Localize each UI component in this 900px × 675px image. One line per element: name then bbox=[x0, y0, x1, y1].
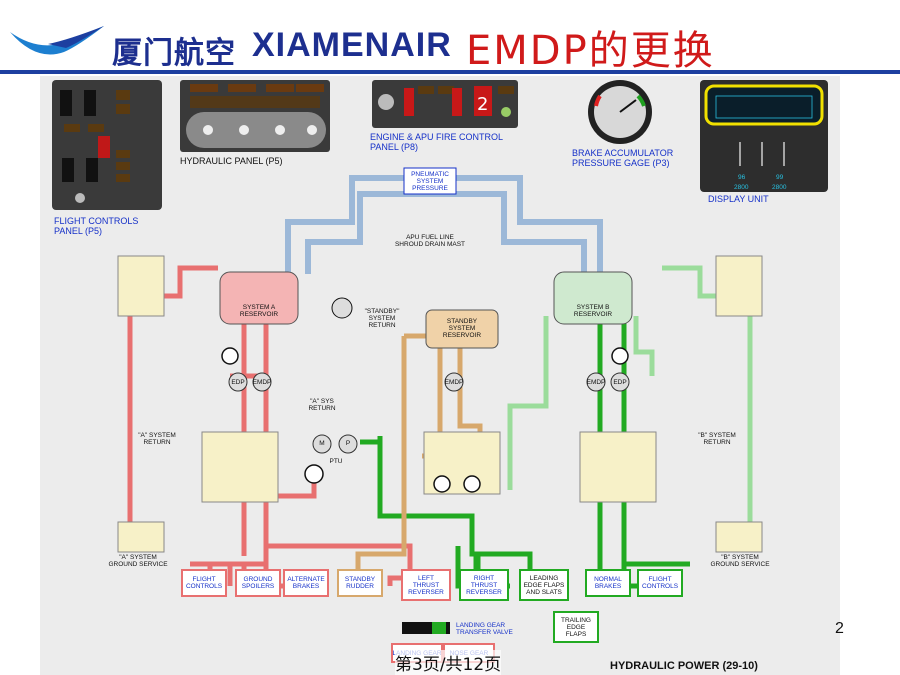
qty-a-readout: 96 bbox=[738, 174, 746, 181]
diagram-footer-title: HYDRAULIC POWER (29-10) bbox=[610, 660, 758, 672]
check-valve-icon bbox=[304, 464, 324, 484]
brake-gage-label: BRAKE ACCUMULATOR PRESSURE GAGE (P3) bbox=[572, 148, 674, 168]
system-b-module bbox=[579, 431, 657, 503]
display-unit bbox=[700, 80, 828, 192]
edp-b-label: EDP bbox=[613, 379, 627, 386]
system-b-reservoir-label: SYSTEM B RESERVOIR bbox=[573, 304, 613, 318]
shutoff-valve-a-icon bbox=[221, 347, 239, 365]
output-label-normal-brakes: NORMAL BRAKES bbox=[587, 571, 629, 595]
ptu-pump-icon bbox=[338, 434, 358, 454]
system-b-right-module bbox=[715, 255, 763, 317]
landing-gear-transfer-label: LANDING GEAR TRANSFER VALVE bbox=[456, 622, 513, 636]
apu-fuel-label: APU FUEL LINE SHROUD DRAIN MAST bbox=[394, 234, 466, 248]
b-ground-service-label: "B" SYSTEM GROUND SERVICE bbox=[710, 554, 770, 568]
press-a-readout: 2800 bbox=[734, 184, 749, 191]
brand-name-english: XIAMENAIR bbox=[252, 26, 452, 64]
system-a-reservoir-label: SYSTEM A RESERVOIR bbox=[239, 304, 279, 318]
a-sys-return-top-label: "A" SYS RETURN bbox=[308, 398, 336, 412]
slide-title: EMDP的更换 bbox=[466, 28, 715, 74]
output-label-left-thrust-reverser: LEFT THRUST REVERSER bbox=[403, 571, 449, 599]
emdp-standby-label: EMDP bbox=[444, 379, 464, 386]
a-system-return-label: "A" SYSTEM RETURN bbox=[138, 432, 176, 446]
hydraulic-panel bbox=[180, 80, 330, 152]
hydraulic-schematic: 2 bbox=[52, 80, 828, 663]
fire-control-panel-label: ENGINE & APU FIRE CONTROL PANEL (P8) bbox=[370, 132, 504, 152]
ptu-motor-icon bbox=[312, 434, 332, 454]
qty-b-readout: 99 bbox=[776, 174, 784, 181]
brake-accumulator-gage bbox=[588, 80, 652, 144]
page-counter: 第3页/共12页 bbox=[395, 650, 502, 675]
standby-reservoir bbox=[425, 309, 499, 349]
bird-icon bbox=[10, 26, 104, 55]
b-system-return-label: "B" SYSTEM RETURN bbox=[698, 432, 736, 446]
standby-reservoir-label: STANDBY SYSTEM RESERVOIR bbox=[442, 318, 482, 339]
output-label-b-flight-controls: FLIGHT CONTROLS bbox=[639, 571, 681, 595]
emdp-standby-icon bbox=[444, 372, 464, 392]
emdp-a-label: EMDP bbox=[252, 379, 272, 386]
hydraulic-diagram: 2 bbox=[40, 76, 840, 675]
valve-left-icon bbox=[433, 475, 451, 493]
edp-a-icon bbox=[228, 372, 248, 392]
landing-gear-valve-port-icon bbox=[432, 622, 446, 634]
valve-right-icon bbox=[463, 475, 481, 493]
a-ground-service-block bbox=[117, 521, 165, 553]
system-a-left-module bbox=[117, 255, 165, 317]
output-label-standby-rudder: STANDBY RUDDER bbox=[339, 571, 381, 595]
pneumatic-label: PNEUMATIC SYSTEM PRESSURE bbox=[411, 171, 449, 192]
header-divider bbox=[0, 70, 900, 74]
emdp-b-label: EMDP bbox=[586, 379, 606, 386]
pressure-switch-icon bbox=[331, 297, 353, 319]
fire-control-panel: 2 bbox=[372, 80, 518, 128]
output-label-leading-edge: LEADING EDGE FLAPS AND SLATS bbox=[521, 571, 567, 599]
brand-name-chinese: 厦门航空 bbox=[112, 36, 236, 71]
ptu-label: PTU bbox=[329, 458, 343, 465]
display-unit-label: DISPLAY UNIT bbox=[708, 194, 769, 204]
standby-return-label: "STANDBY" SYSTEM RETURN bbox=[364, 308, 400, 329]
system-a-reservoir bbox=[219, 271, 299, 325]
pneumatic-pressure-box bbox=[403, 167, 457, 195]
hydraulic-panel-label: HYDRAULIC PANEL (P5) bbox=[180, 156, 283, 166]
flight-controls-panel bbox=[52, 80, 162, 210]
press-b-readout: 2800 bbox=[772, 184, 787, 191]
shutoff-valve-b-icon bbox=[611, 347, 629, 365]
edp-a-label: EDP bbox=[231, 379, 245, 386]
page-number: 2 bbox=[835, 620, 844, 637]
system-b-reservoir bbox=[553, 271, 633, 325]
slide-header: 厦门航空 XIAMENAIR EMDP的更换 bbox=[0, 0, 900, 78]
edp-b-icon bbox=[610, 372, 630, 392]
svg-text:2: 2 bbox=[477, 94, 488, 115]
emdp-a-icon bbox=[252, 372, 272, 392]
system-a-module bbox=[201, 431, 279, 503]
emdp-b-icon bbox=[586, 372, 606, 392]
output-label-ground-spoilers: GROUND SPOILERS bbox=[237, 571, 279, 595]
output-label-a-flight-controls: FLIGHT CONTROLS bbox=[183, 571, 225, 595]
ptu-pump-label: P bbox=[345, 440, 351, 447]
output-label-right-thrust-reverser: RIGHT THRUST REVERSER bbox=[461, 571, 507, 599]
output-label-trailing-edge: TRAILING EDGE FLAPS bbox=[555, 613, 597, 641]
output-label-alternate-brakes: ALTERNATE BRAKES bbox=[285, 571, 327, 595]
a-ground-service-label: "A" SYSTEM GROUND SERVICE bbox=[108, 554, 168, 568]
b-ground-service-block bbox=[715, 521, 763, 553]
flight-controls-panel-label: FLIGHT CONTROLS PANEL (P5) bbox=[54, 216, 139, 236]
ptu-motor-label: M bbox=[319, 440, 325, 447]
